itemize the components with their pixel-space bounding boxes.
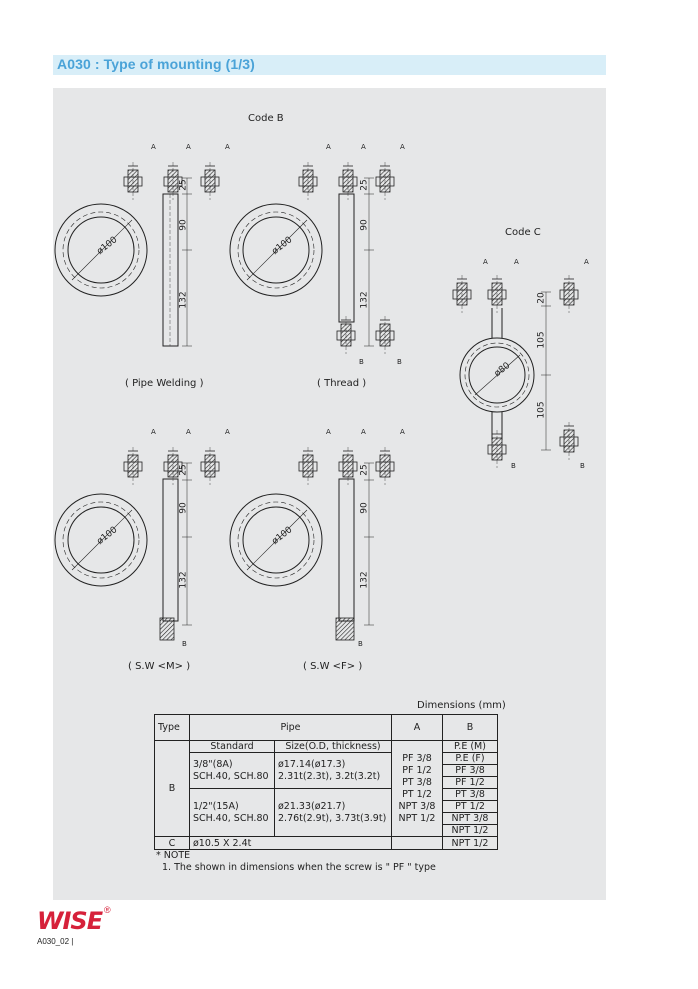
marker-a: A <box>584 258 589 266</box>
marker-a: A <box>483 258 488 266</box>
standard-1: 3/8"(8A)SCH.40, SCH.80 <box>189 752 275 789</box>
section-title-bar: A030 : Type of mounting (1/3) <box>53 55 606 75</box>
caption-pipe-welding: ( Pipe Welding ) <box>125 378 204 389</box>
marker-a: A <box>151 143 156 151</box>
dimension-label: 25 <box>178 179 189 191</box>
dimension-label: 132 <box>178 571 189 589</box>
marker-b: B <box>182 640 187 648</box>
drawing-thread <box>229 161 395 355</box>
wise-logo: WISE <box>37 907 103 935</box>
marker-b: B <box>511 462 516 470</box>
b-value: NPT 3/8 <box>442 812 498 825</box>
marker-a: A <box>326 428 331 436</box>
header-standard: Standard <box>189 740 275 753</box>
marker-b: B <box>358 640 363 648</box>
dimension-label: 132 <box>359 571 370 589</box>
header-a: A <box>391 714 443 741</box>
b-value: PT 3/8 <box>442 788 498 801</box>
dimension-label: 132 <box>359 291 370 309</box>
note-label: * NOTE <box>156 850 191 861</box>
size-2: ø21.33(ø21.7)2.76t(2.9t), 3.73t(3.9t) <box>274 788 392 837</box>
code-c-label: Code C <box>505 227 541 238</box>
dimension-label: 90 <box>178 502 189 514</box>
dimensions-caption: Dimensions (mm) <box>417 700 506 711</box>
marker-a: A <box>361 428 366 436</box>
dimension-label: 90 <box>359 219 370 231</box>
b-value: P.E (M) <box>442 740 498 753</box>
page-number: A030_02 | <box>37 937 74 946</box>
b-value: P.E (F) <box>442 752 498 765</box>
marker-a: A <box>225 428 230 436</box>
marker-a: A <box>151 428 156 436</box>
dimension-label: 25 <box>178 464 189 476</box>
marker-b: B <box>580 462 585 470</box>
code-b-label: Code B <box>248 113 284 124</box>
marker-a: A <box>225 143 230 151</box>
b-value: PF 3/8 <box>442 764 498 777</box>
header-b: B <box>442 714 498 741</box>
marker-a: A <box>186 428 191 436</box>
drawing-sw-f <box>229 446 395 641</box>
drawing-code-c <box>452 274 579 469</box>
caption-sw-m: ( S.W <M> ) <box>128 661 191 672</box>
marker-a: A <box>514 258 519 266</box>
c-a-cell <box>391 836 443 850</box>
marker-a: A <box>186 143 191 151</box>
marker-a: A <box>361 143 366 151</box>
marker-b: B <box>397 358 402 366</box>
b-value: NPT 1/2 <box>442 824 498 837</box>
note-line-1: 1. The shown in dimensions when the scre… <box>162 862 436 873</box>
caption-sw-f: ( S.W <F> ) <box>303 661 363 672</box>
dimension-label: 105 <box>536 401 547 419</box>
size-1: ø17.14(ø17.3)2.31t(2.3t), 3.2t(3.2t) <box>274 752 392 789</box>
registered-mark: ® <box>104 905 111 915</box>
dimensions-table: Type Pipe A B B Standard Size(O.D, thick… <box>154 714 498 850</box>
header-size: Size(O.D, thickness) <box>274 740 392 753</box>
dimension-label: 25 <box>359 464 370 476</box>
section-title: A030 : Type of mounting (1/3) <box>57 56 255 72</box>
marker-a: A <box>326 143 331 151</box>
standard-2: 1/2"(15A)SCH.40, SCH.80 <box>189 788 275 837</box>
drawing-sw-m <box>54 446 220 641</box>
b-value: PF 1/2 <box>442 776 498 789</box>
type-c-cell: C <box>154 836 190 850</box>
caption-thread: ( Thread ) <box>317 378 367 389</box>
dimension-label: 105 <box>536 331 547 349</box>
dimension-label: 20 <box>536 292 547 304</box>
header-type: Type <box>154 714 190 741</box>
c-b-cell: NPT 1/2 <box>442 836 498 850</box>
dimension-label: 90 <box>178 219 189 231</box>
marker-a: A <box>400 428 405 436</box>
drawing-pipe-welding <box>54 161 220 347</box>
header-pipe: Pipe <box>189 714 392 741</box>
dimension-label: 25 <box>359 179 370 191</box>
marker-a: A <box>400 143 405 151</box>
marker-b: B <box>359 358 364 366</box>
b-value: PT 1/2 <box>442 800 498 813</box>
dimension-label: 90 <box>359 502 370 514</box>
dimension-label: 132 <box>178 291 189 309</box>
c-pipe-cell: ø10.5 X 2.4t <box>189 836 392 850</box>
type-b-cell: B <box>154 740 190 837</box>
